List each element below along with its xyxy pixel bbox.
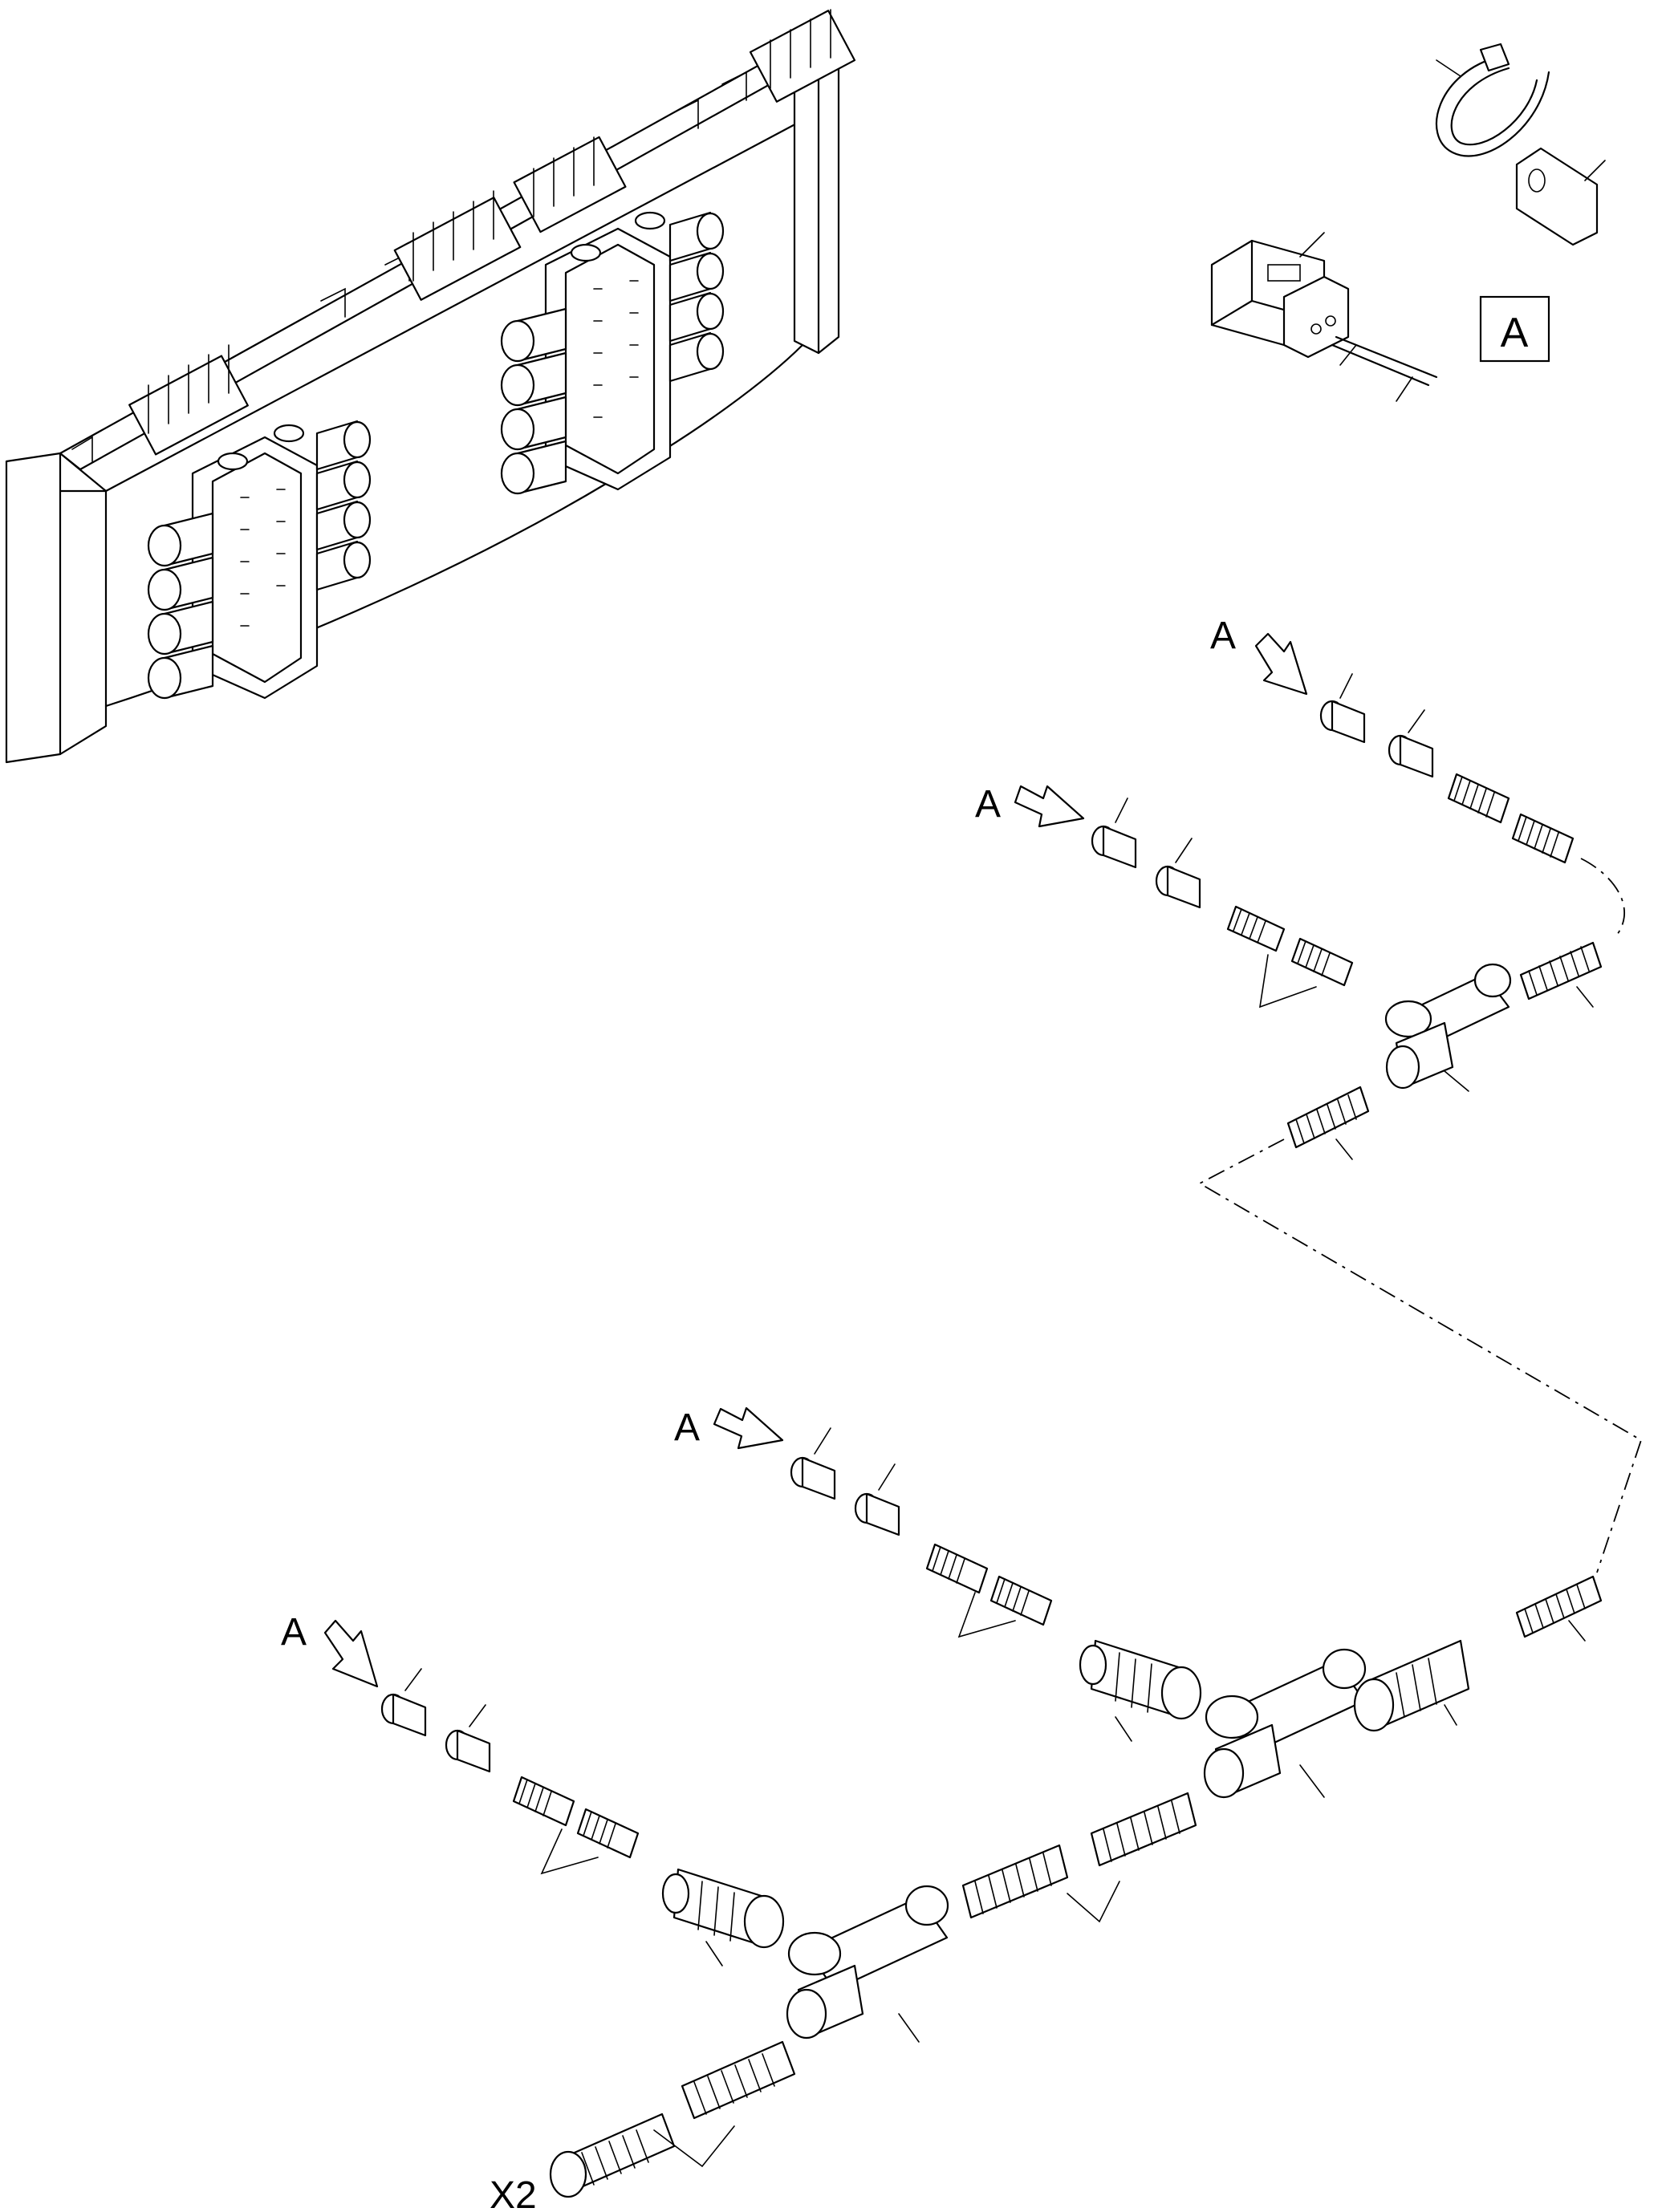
sleeve-pair-4	[512, 1776, 640, 1875]
label-plate	[1515, 147, 1606, 246]
left-frame-post	[5, 452, 108, 764]
sleeve-mid-right	[1515, 1575, 1603, 1642]
plug-pair-2	[1091, 798, 1201, 909]
callout-a-1: A	[1210, 615, 1236, 657]
connector-housing	[1210, 232, 1438, 402]
detail-box-label: A	[1501, 310, 1529, 356]
solenoid-coils-right-2	[668, 211, 725, 383]
callout-a-2: A	[975, 783, 1001, 826]
terminal-cluster-3	[513, 136, 627, 233]
cable-tie	[1435, 43, 1550, 157]
harness-branch-lower: A	[281, 1406, 1603, 2212]
mounting-frame-assembly	[5, 9, 856, 764]
callout-arrow-1	[1254, 632, 1308, 696]
callout-arrow-2	[1014, 785, 1085, 828]
callout-arrow-4	[323, 1619, 379, 1688]
harness-route-line	[1198, 1138, 1643, 1573]
plug-pair-1	[1319, 673, 1434, 778]
callout-x2: X2	[490, 2174, 537, 2208]
t-junction-mid	[1203, 1648, 1367, 1799]
sleeve-upper-right	[1519, 941, 1603, 1008]
sleeve-pair-2	[1226, 905, 1354, 1009]
right-frame-post	[793, 55, 840, 355]
sleeve-pair-x2	[549, 2040, 796, 2198]
solenoid-coils-right	[315, 420, 372, 591]
grommet-lower-1	[1079, 1639, 1202, 1742]
terminal-cluster-2	[393, 190, 522, 301]
plug-pair-3	[790, 1427, 900, 1536]
valve-block-right	[500, 211, 725, 495]
solenoid-coils-left-2	[500, 307, 567, 495]
sleeve-upper-left	[1286, 1086, 1370, 1160]
callout-a-3: A	[674, 1406, 700, 1449]
grommet-mid-right	[1353, 1639, 1470, 1732]
solenoid-coils-left	[147, 512, 214, 700]
harness-branch-upper: A A	[975, 615, 1643, 1573]
callout-arrow-3	[713, 1406, 784, 1450]
grommet-lower-2	[661, 1868, 785, 1966]
terminal-cluster-1	[128, 344, 249, 456]
sleeve-pair-1	[1447, 773, 1626, 936]
detail-box-a: A	[1479, 295, 1550, 363]
t-junction-upper	[1384, 963, 1512, 1092]
t-junction-lower	[786, 1885, 949, 2043]
plug-pair-4	[380, 1668, 491, 1773]
terminal-cluster-4	[749, 9, 856, 103]
valve-block-left	[147, 420, 372, 700]
sleeve-pair-5	[961, 1792, 1197, 1923]
callout-a-4: A	[281, 1611, 307, 1654]
sleeve-pair-3	[925, 1543, 1053, 1638]
